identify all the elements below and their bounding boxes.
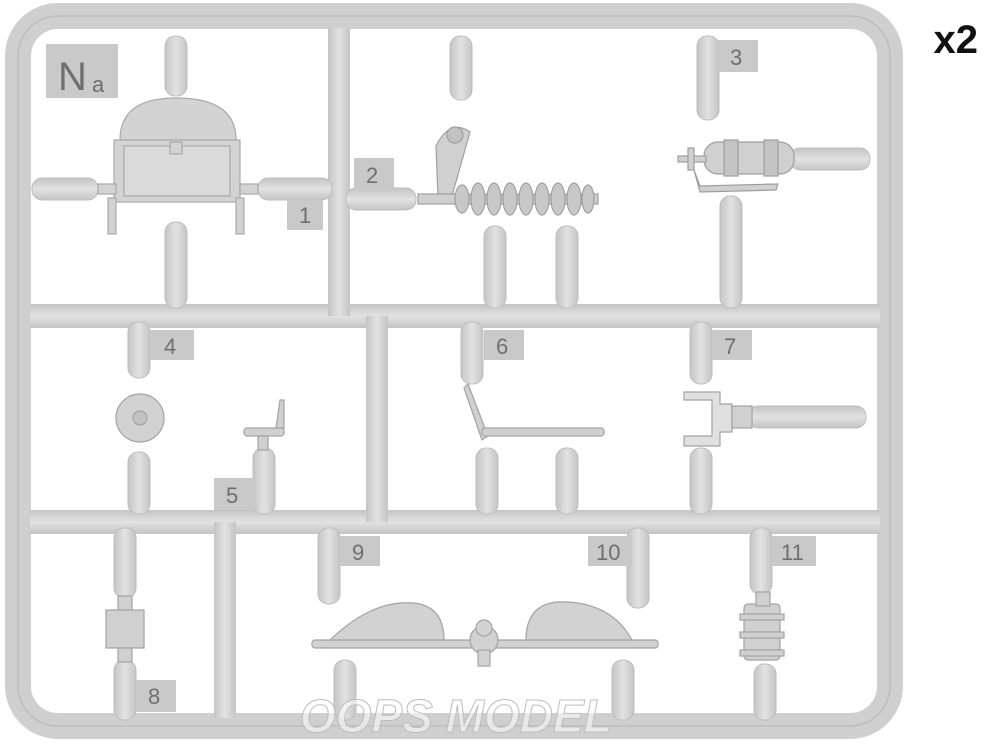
part-number-3: 3 — [730, 45, 742, 70]
runner-v2 — [366, 316, 388, 522]
part-number-labels: 1 2 3 4 5 6 7 8 9 10 11 — [136, 40, 816, 712]
sprue-id-main: N — [58, 55, 87, 99]
part-6 — [463, 382, 605, 441]
sprue-id-sub: a — [92, 72, 105, 97]
part-8 — [105, 595, 145, 663]
part-number-5: 5 — [226, 483, 238, 508]
part-number-7: 7 — [724, 334, 736, 359]
part-2 — [417, 126, 599, 216]
watermark-text: OOPS MODEL — [300, 690, 612, 742]
runner-h2 — [30, 510, 880, 534]
part-number-8: 8 — [148, 684, 160, 709]
part-7 — [683, 391, 753, 447]
part-number-2: 2 — [366, 163, 378, 188]
part-5 — [243, 399, 285, 451]
part-number-6: 6 — [496, 334, 508, 359]
part-1 — [97, 97, 259, 235]
runner-v1 — [328, 28, 350, 316]
part-number-10: 10 — [596, 540, 620, 565]
part-11 — [739, 591, 785, 661]
part-3 — [677, 139, 795, 193]
part-number-9: 9 — [352, 540, 364, 565]
part-4 — [115, 393, 165, 443]
part-number-11: 11 — [781, 540, 804, 565]
sprue-id-label: N a — [46, 44, 118, 99]
part-number-1: 1 — [299, 203, 311, 228]
runner-v3 — [214, 522, 236, 718]
quantity-label: x2 — [933, 18, 979, 62]
parts-9-10 — [311, 601, 659, 667]
runner-h1 — [30, 304, 880, 328]
part-number-4: 4 — [164, 334, 176, 359]
